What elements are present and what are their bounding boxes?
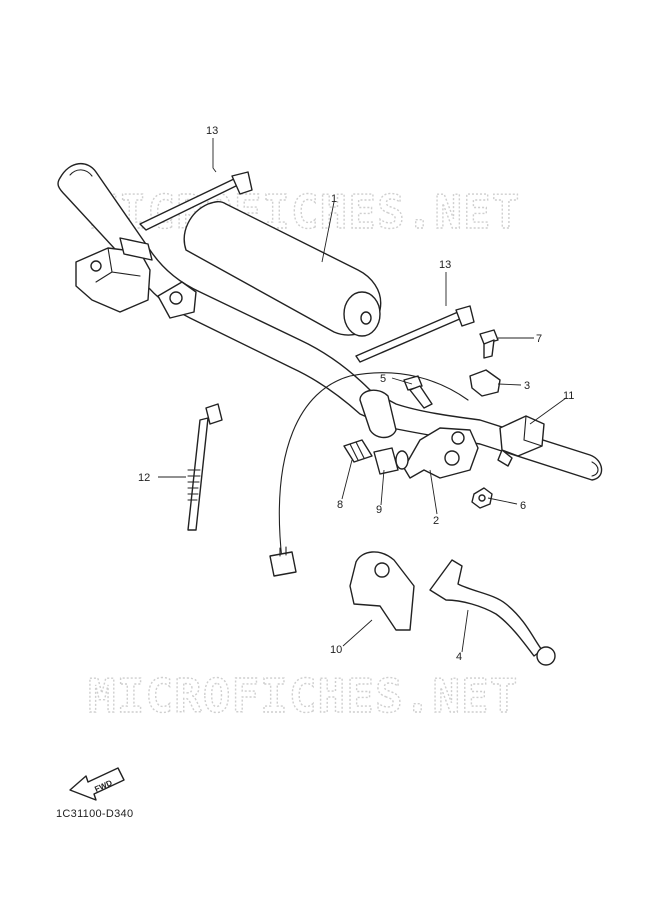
fwd-arrow-icon: FWD [69,767,125,801]
callout-6: 6 [520,500,526,512]
bolt-5 [403,375,433,409]
leader-lines [158,138,567,653]
handlebar-pad [183,201,382,337]
bar-clamp [157,281,197,319]
callout-13-lower: 13 [439,259,451,271]
left-clamp [75,237,153,313]
cable-tie [187,403,223,531]
callout-11: 11 [563,390,574,402]
band-strap-upper [139,171,253,231]
clutch-lever [429,559,556,666]
callout-1: 1 [331,193,337,205]
callout-4: 4 [456,651,462,663]
nut-6 [471,487,493,509]
clamp-3 [469,369,501,397]
callout-12: 12 [138,472,150,484]
lever-cover [349,551,415,631]
callouts: 13 1 13 7 5 3 11 12 8 9 2 6 10 4 [138,125,574,663]
callout-10: 10 [330,644,342,656]
switch-cable [269,372,469,577]
callout-9: 9 [376,504,382,516]
callout-5: 5 [380,373,386,385]
callout-7: 7 [536,333,542,345]
callout-8: 8 [337,499,343,511]
lever-holder [359,389,479,479]
right-switch [497,415,545,467]
nut-9 [373,447,409,475]
watermark-bottom: MICROFICHES.NET [88,669,518,723]
callout-13-upper: 13 [206,125,218,137]
callout-2: 2 [433,515,439,527]
adjuster-8 [343,439,373,463]
band-strap-lower [355,305,475,363]
diagram-code: 1C31100-D340 [56,808,134,820]
watermark-top: MICROFICHES.NET [90,185,520,239]
callout-3: 3 [524,380,530,392]
bolt-7 [479,329,499,359]
